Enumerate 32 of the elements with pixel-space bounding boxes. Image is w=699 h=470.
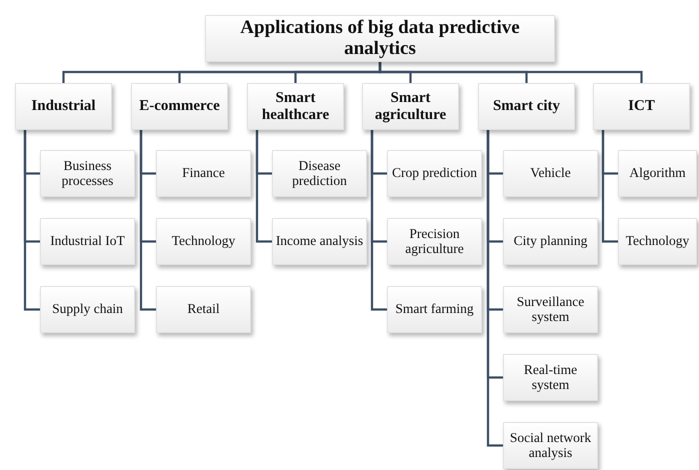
item-box: Industrial IoT <box>40 218 135 265</box>
item-box: City planning <box>503 218 598 265</box>
item-box: Finance <box>156 150 251 197</box>
category-box: Smart healthcare <box>247 83 344 130</box>
category-box: Smart city <box>478 83 575 130</box>
item-box: Income analysis <box>272 218 367 265</box>
item-box: Disease prediction <box>272 150 367 197</box>
item-box: Supply chain <box>40 286 135 333</box>
item-box: Real-time system <box>503 354 598 401</box>
connector-line <box>24 130 40 311</box>
item-box: Retail <box>156 286 251 333</box>
title-box: Applications of big data predictive analytics <box>205 15 555 62</box>
category-box: ICT <box>593 83 690 130</box>
connector-line <box>378 62 643 83</box>
item-box: Surveillance system <box>503 286 598 333</box>
category-box: E-commerce <box>131 83 228 130</box>
item-box: Technology <box>618 218 697 265</box>
category-box: Industrial <box>15 83 112 130</box>
item-box: Vehicle <box>503 150 598 197</box>
connector-line <box>602 130 618 243</box>
item-box: Smart farming <box>387 286 482 333</box>
connector-line <box>486 130 503 447</box>
item-box: Algorithm <box>618 150 697 197</box>
connector-line <box>256 130 272 243</box>
connector-line <box>140 130 156 311</box>
item-box: Precision agriculture <box>387 218 482 265</box>
item-box: Technology <box>156 218 251 265</box>
item-box: Social network analysis <box>503 422 598 469</box>
item-box: Crop prediction <box>387 150 482 197</box>
category-box: Smart agriculture <box>362 83 459 130</box>
item-box: Business processes <box>40 150 135 197</box>
connector-line <box>370 130 387 311</box>
